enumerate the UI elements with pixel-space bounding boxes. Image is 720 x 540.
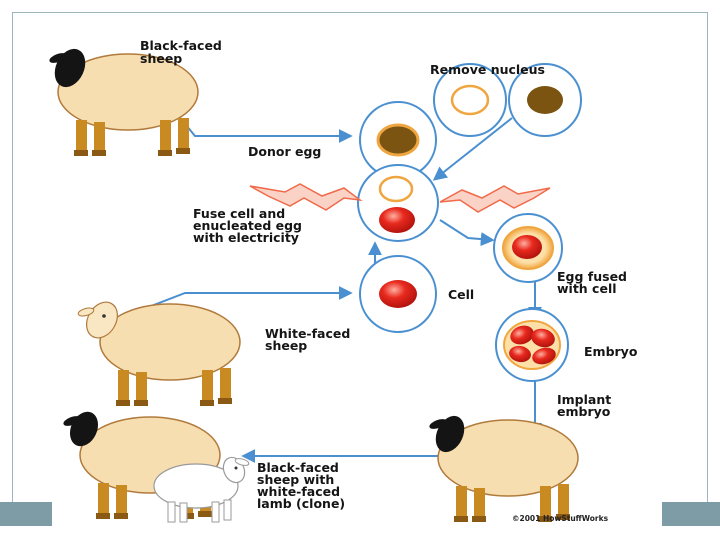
label-embryo: Embryo [584, 344, 638, 359]
label-white-faced-sheep-line2: sheep [265, 338, 307, 353]
label-donor-egg: Donor egg [248, 144, 321, 159]
label-black-faced-sheep-line2: sheep [140, 51, 182, 66]
egg-cell-icon [359, 255, 437, 333]
label-clone-line4: lamb (clone) [257, 496, 345, 511]
egg-cell-icon [493, 213, 563, 283]
label-implant-line2: embryo [557, 404, 611, 419]
label-clone-line3: white-faced [257, 484, 340, 499]
label-black-faced-sheep-line1: Black-faced [140, 38, 222, 53]
sheep-icon [429, 415, 579, 523]
egg-cell-icon [433, 63, 507, 137]
lamb-icon [153, 456, 250, 523]
label-cell: Cell [448, 287, 474, 302]
label-fuse-line2: enucleated egg [193, 218, 302, 233]
label-fuse-line1: Fuse cell and [193, 206, 285, 221]
label-egg-fused-line2: with cell [557, 281, 617, 296]
nucleus-icon [508, 63, 582, 137]
label-egg-fused-line1: Egg fused [557, 269, 627, 284]
label-clone-line2: sheep with [257, 472, 334, 487]
lightning-bolt-icon [439, 185, 551, 213]
arrow-fuse-to-egg-fused [439, 219, 495, 247]
label-white-faced-sheep-line1: White-faced [265, 326, 350, 341]
sheep-icon [77, 301, 241, 407]
egg-cell-icon [359, 101, 437, 179]
lightning-bolt-icon [249, 183, 363, 211]
embryo-icon [495, 308, 569, 382]
copyright-text: ©2001 HowStuffWorks [512, 514, 609, 523]
sheep-icon [63, 411, 221, 520]
label-clone-line1: Black-faced [257, 460, 339, 475]
label-fuse-line3: with electricity [193, 230, 299, 245]
arrow-remove-nucleus-to-egg [432, 117, 513, 181]
sheep-icon [49, 48, 199, 157]
label-remove-nucleus: Remove nucleus [430, 62, 545, 77]
label-implant-line1: Implant [557, 392, 611, 407]
arrow-black-sheep-to-donor-egg [171, 107, 353, 143]
egg-cell-icon [357, 164, 439, 242]
